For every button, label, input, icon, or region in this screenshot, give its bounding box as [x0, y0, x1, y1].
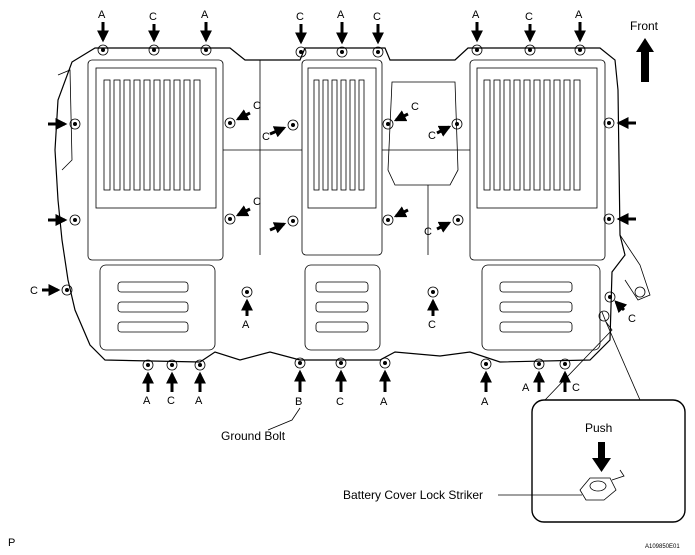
left-grille [103, 79, 201, 191]
bolt-label-a: A [472, 9, 480, 21]
bolt-label-c: C [411, 101, 419, 113]
push-label: Push [585, 421, 612, 435]
bolt-label-a: A [337, 9, 345, 21]
bolt-label-c: C [30, 285, 38, 297]
figure-id: A109850E01 [645, 544, 680, 550]
bolt-label-c: C [296, 11, 304, 23]
lock-striker-icon [579, 469, 625, 501]
right-grille [483, 79, 581, 191]
bolts [61, 44, 616, 371]
bolt-arrows [42, 22, 636, 392]
bolt-label-a: A [481, 396, 489, 408]
front-label: Front [630, 19, 659, 33]
bolt-label-c: C [424, 226, 432, 238]
bolt-label-c: C [336, 396, 344, 408]
center-grille [313, 79, 365, 191]
bolt-label-c: C [572, 382, 580, 394]
bolt-label-a: A [195, 395, 203, 407]
page-letter: P [8, 537, 15, 549]
ground-bolt-callout: Ground Bolt [221, 407, 301, 443]
bolt-label-c: C [525, 11, 533, 23]
bolt-label-a: A [143, 395, 151, 407]
bolt-label-c: C [253, 196, 261, 208]
bolt-label-c: C [253, 100, 261, 112]
bolt-label-a: A [242, 319, 250, 331]
bolt-label-c: C [373, 11, 381, 23]
lock-striker-detail: Push Battery Cover Lock Striker [343, 310, 686, 523]
bolt-label-a: A [201, 9, 209, 21]
bolt-label-a: A [522, 382, 530, 394]
bolt-label-a: A [380, 396, 388, 408]
bolt-label-a: A [98, 9, 106, 21]
bolt-label-c: C [428, 319, 436, 331]
bolt-letter-labels: A C A C A C A C A C C C C C C C A C C A … [30, 9, 636, 408]
bolt-label-c: C [167, 395, 175, 407]
bolt-label-a: A [575, 9, 583, 21]
ground-bolt-label: Ground Bolt [221, 429, 286, 443]
bolt-label-c: C [428, 130, 436, 142]
bolt-label-b: B [295, 396, 302, 408]
front-arrow-icon [636, 38, 654, 82]
bolt-label-c: C [149, 11, 157, 23]
bolt-label-c: C [262, 131, 270, 143]
lock-striker-label: Battery Cover Lock Striker [343, 488, 483, 502]
push-arrow-icon [592, 442, 611, 472]
battery-cover-body [54, 47, 651, 363]
bolt-label-c: C [628, 313, 636, 325]
front-indicator: Front [630, 19, 659, 82]
